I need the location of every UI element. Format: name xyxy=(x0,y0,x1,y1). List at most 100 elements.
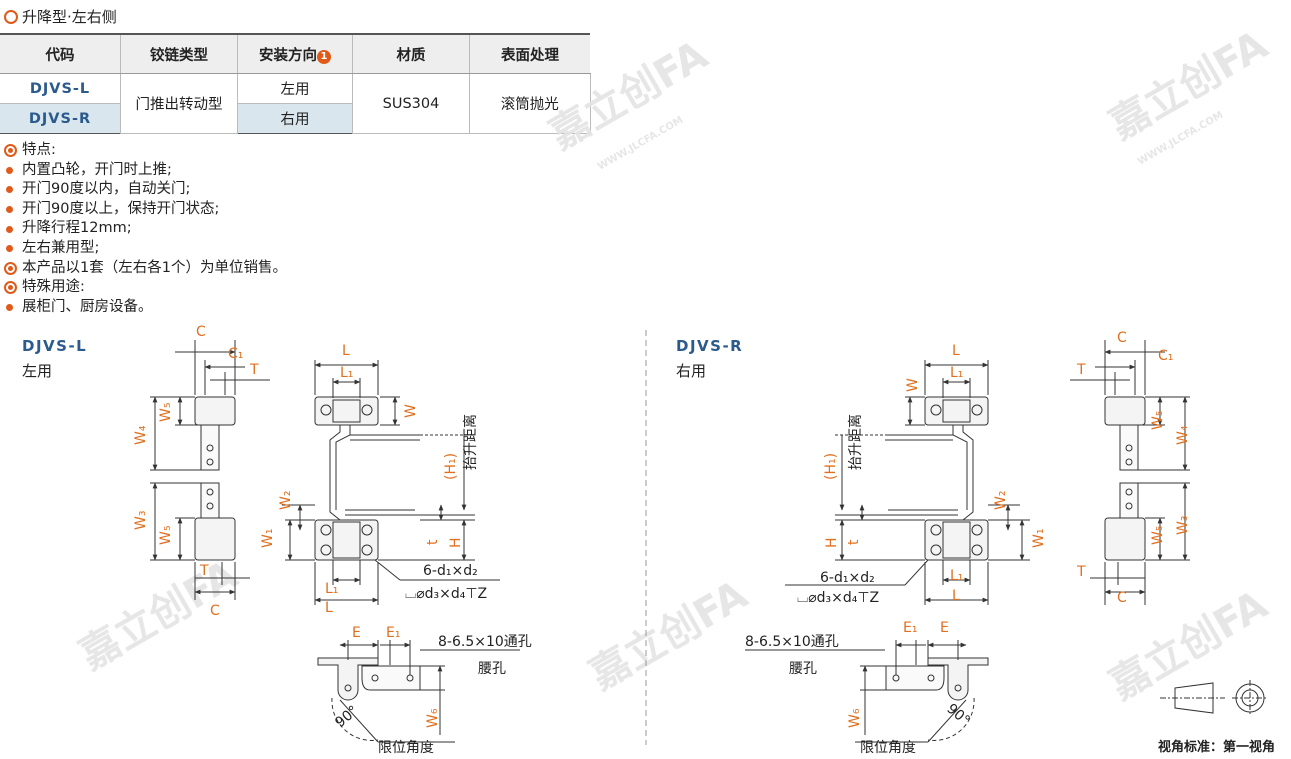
target-marker-icon xyxy=(4,144,17,158)
slot-spec: 8-6.5×10通孔 xyxy=(745,634,839,650)
dim-c1: C₁ xyxy=(228,346,243,362)
drawing-right-code: DJVS-R xyxy=(676,337,744,355)
dim-t-small: t xyxy=(846,539,862,545)
dim-c1: C₁ xyxy=(1158,348,1173,364)
hole-spec-1: 6-d₁×d₂ xyxy=(423,563,478,579)
list-item: 开门90度以上，保持开门状态; xyxy=(4,200,287,220)
dim-w4: W₄ xyxy=(1175,425,1191,445)
table-row: DJVS-R 右用 xyxy=(0,103,590,134)
dim-w4: W₄ xyxy=(133,425,149,445)
dim-w: W xyxy=(403,404,419,418)
header-hinge-type: 铰链类型 xyxy=(120,33,238,74)
feature-text: 内置凸轮，开门时上推; xyxy=(22,161,172,178)
dim-l1: L₁ xyxy=(340,365,353,381)
dim-w5: W₅ xyxy=(1150,526,1166,545)
dim-w2: W₂ xyxy=(993,491,1009,510)
hole-spec-2: ⌴⌀d₃×d₄⊤Z xyxy=(797,590,879,606)
cell-direction-r: 右用 xyxy=(237,103,353,134)
list-item: 开门90度以内，自动关门; xyxy=(4,180,287,200)
dim-l1: L₁ xyxy=(950,365,963,381)
table-row: DJVS-L 门推出转动型 左用 SUS304 滚筒抛光 xyxy=(0,73,591,134)
dimension-labels: C C₁ T W₄ W₅ W₃ W₅ T C L L₁ W W₂ W₁ L₁ L… xyxy=(133,324,1191,728)
features-heading-text: 特点: xyxy=(22,142,56,158)
section-title: 升降型·左右侧 xyxy=(4,6,117,27)
header-material: 材质 xyxy=(352,33,470,74)
feature-text: 开门90度以内，自动关门; xyxy=(22,181,191,198)
dim-c: C xyxy=(1117,330,1127,346)
dim-t-small: t xyxy=(425,539,441,545)
dim-e1: E₁ xyxy=(903,620,917,636)
dim-l: L xyxy=(952,588,960,604)
sales-note-text: 本产品以1套（左右各1个）为单位销售。 xyxy=(22,259,287,276)
drawing-left-side: 左用 xyxy=(22,362,53,380)
dim-h: H xyxy=(824,537,840,548)
feature-text: 开门90度以上，保持开门状态; xyxy=(22,200,220,217)
dim-h1: (H₁) xyxy=(443,453,459,480)
use-text: 展柜门、厨房设备。 xyxy=(22,298,153,315)
feature-text: 左右兼用型; xyxy=(22,239,100,256)
cell-hinge-type: 门推出转动型 xyxy=(120,73,238,134)
list-item: 升降行程12mm; xyxy=(4,219,287,239)
cell-material: SUS304 xyxy=(352,73,470,134)
header-code: 代码 xyxy=(0,33,121,74)
drawing-left-code: DJVS-L xyxy=(22,337,88,355)
list-item: 内置凸轮，开门时上推; xyxy=(4,161,287,181)
circle-marker-icon xyxy=(4,9,18,24)
list-item: 展柜门、厨房设备。 xyxy=(4,298,287,318)
dim-w3: W₃ xyxy=(133,511,149,530)
left-views xyxy=(150,340,520,743)
target-marker-icon xyxy=(4,261,17,275)
header-surface: 表面处理 xyxy=(469,33,590,74)
dim-w1: W₁ xyxy=(1031,529,1047,548)
dim-c: C xyxy=(210,603,220,619)
annotation-labels: 6-d₁×d₂ ⌴⌀d₃×d₄⊤Z 抬升距离 8-6.5×10通孔 腰孔 限位角… xyxy=(332,414,1275,756)
header-direction-label: 安装方向 xyxy=(259,47,317,64)
dim-e: E xyxy=(940,620,949,636)
projection-label: 视角标准：第一视角 xyxy=(1158,739,1275,755)
cell-code-r: DJVS-R xyxy=(0,103,121,134)
bullet-icon xyxy=(6,166,13,174)
angle-label: 限位角度 xyxy=(860,740,916,756)
features-heading: 特点: xyxy=(4,141,287,161)
dim-w3: W₃ xyxy=(1175,516,1191,535)
dim-l: L xyxy=(342,343,350,359)
bullet-icon xyxy=(6,206,13,214)
section-title-text: 升降型·左右侧 xyxy=(22,8,117,26)
lift-label: 抬升距离 xyxy=(462,414,479,470)
dim-w: W xyxy=(905,378,921,392)
bullet-icon xyxy=(6,225,13,233)
dim-w1: W₁ xyxy=(260,529,276,548)
cell-code-l: DJVS-L xyxy=(0,73,121,104)
feature-text: 升降行程12mm; xyxy=(22,220,132,237)
features-block: 特点: 内置凸轮，开门时上推; 开门90度以内，自动关门; 开门90度以上，保持… xyxy=(4,141,287,317)
dim-h: H xyxy=(448,537,464,548)
dim-l: L xyxy=(325,600,333,616)
right-views xyxy=(745,340,1268,743)
dim-w5: W₅ xyxy=(158,526,174,545)
dim-l1: L₁ xyxy=(950,568,963,584)
dim-t: T xyxy=(1076,564,1086,580)
dim-w2: W₂ xyxy=(278,491,294,510)
wm-brand: 嘉立创FA xyxy=(582,572,755,699)
use-heading-text: 特殊用途: xyxy=(22,279,85,296)
hole-spec-1: 6-d₁×d₂ xyxy=(820,570,875,586)
target-marker-icon xyxy=(4,281,17,295)
hole-spec-2: ⌴⌀d₃×d₄⊤Z xyxy=(405,586,487,602)
angle-label: 限位角度 xyxy=(378,740,434,756)
dim-t: T xyxy=(199,563,209,579)
dim-c: C xyxy=(1117,590,1127,606)
dim-c: C xyxy=(196,324,206,340)
note-number-icon: 1 xyxy=(317,49,331,64)
slot-label: 腰孔 xyxy=(478,661,506,677)
dim-e1: E₁ xyxy=(386,625,400,641)
dim-e: E xyxy=(352,625,361,641)
bullet-icon xyxy=(6,186,13,194)
dim-w5: W₅ xyxy=(1150,411,1166,430)
slot-spec: 8-6.5×10通孔 xyxy=(438,634,532,650)
dim-h1: (H₁) xyxy=(823,453,839,480)
sales-note: 本产品以1套（左右各1个）为单位销售。 xyxy=(4,259,287,279)
